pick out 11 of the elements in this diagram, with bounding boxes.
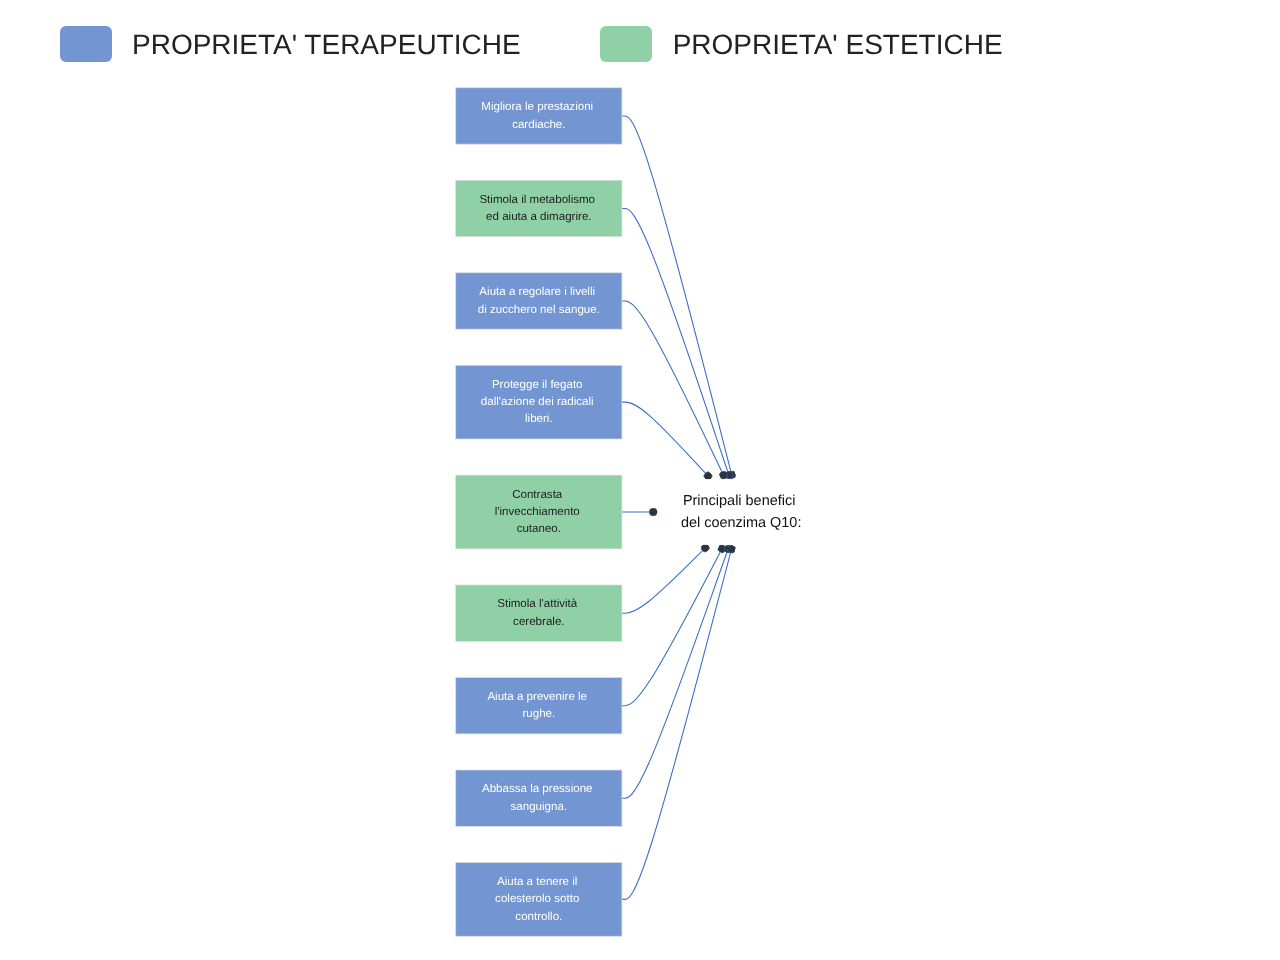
connector xyxy=(621,543,710,614)
connector xyxy=(621,507,659,517)
connector xyxy=(621,544,736,900)
connector xyxy=(621,401,713,481)
legend-label: PROPRIETA' ESTETICHE xyxy=(672,28,1003,60)
connector xyxy=(621,544,727,707)
connector xyxy=(621,544,733,799)
connector xyxy=(621,115,737,481)
legend-label: PROPRIETA' TERAPEUTICHE xyxy=(132,28,521,60)
connector xyxy=(621,207,734,481)
connector xyxy=(621,300,728,481)
